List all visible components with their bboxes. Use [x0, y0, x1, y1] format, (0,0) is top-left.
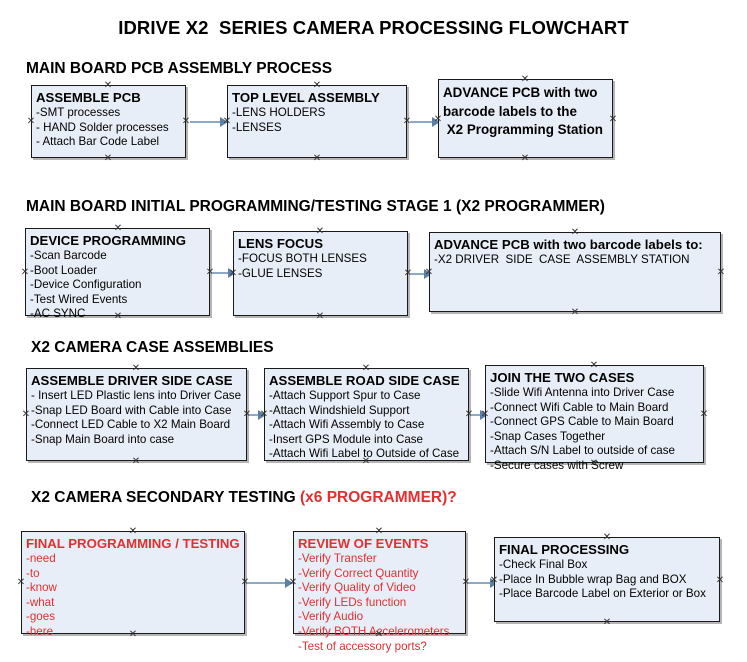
section-title-x2-camera-case-assemblies: X2 CAMERA CASE ASSEMBLIES [31, 339, 274, 356]
box-line: -need [26, 552, 56, 565]
box-line: -Scan Barcode [30, 249, 107, 262]
box-line: -Slide Wifi Antenna into Driver Case [490, 386, 675, 399]
box-line: -Verify Correct Quantity [298, 566, 419, 580]
box-line: -Attach Wifi Assembly to Case [269, 418, 425, 432]
process-box-advance-pcb-programming-station[interactable]: ADVANCE PCB with two barcode labels to t… [438, 79, 613, 158]
section-title-main-board-initial-programming: MAIN BOARD INITIAL PROGRAMMING/TESTING S… [26, 198, 605, 215]
connector-arrow-icon [228, 268, 236, 278]
box-line: -AC SYNC [30, 307, 86, 321]
box-line: -Attach Wifi Label to Outside of Case [269, 447, 460, 461]
box-line: -SMT processes [36, 106, 121, 119]
connector-line [249, 414, 266, 416]
connector-arrow-icon [285, 578, 293, 588]
box-line: -X2 DRIVER SIDE CASE ASSEMBLY STATION [434, 253, 690, 266]
connector-line [190, 121, 226, 123]
box-line: -Snap Cases Together [490, 429, 606, 443]
connector-line [212, 272, 234, 274]
box-line: -know [26, 581, 57, 595]
box-header: ASSEMBLE PCB [36, 90, 141, 105]
section-title-x2-camera-secondary-testing: X2 CAMERA SECONDARY TESTING (x6 PROGRAMM… [31, 489, 457, 507]
connector-line [410, 273, 432, 275]
box-line: -Verify LEDs function [298, 595, 407, 609]
process-box-join-the-two-cases[interactable]: JOIN THE TWO CASES -Slide Wifi Antenna i… [485, 365, 704, 472]
process-box-advance-pcb-driver-side-case[interactable]: ADVANCE PCB with two barcode labels to: … [429, 232, 721, 312]
box-line: -what [26, 595, 55, 609]
box-line: -Insert GPS Module into Case [269, 432, 424, 446]
box-header: REVIEW OF EVENTS [298, 536, 429, 551]
box-header: ASSEMBLE DRIVER SIDE CASE [31, 373, 233, 388]
connector-arrow-icon [480, 410, 488, 420]
connector-arrow-icon [432, 117, 440, 127]
section-title-accent: (x6 PROGRAMMER)? [300, 489, 457, 506]
process-box-review-of-events[interactable]: REVIEW OF EVENTS -Verify Transfer -Verif… [293, 531, 466, 653]
box-line: -Verify Transfer [298, 552, 377, 565]
box-line: -LENS HOLDERS [232, 106, 326, 119]
box-line: - Attach Bar Code Label [36, 135, 160, 149]
box-line: -Attach S/N Label to outside of case [490, 444, 675, 458]
connector-arrow-icon [258, 410, 266, 420]
box-header: ADVANCE PCB with two barcode labels to: [434, 237, 703, 252]
box-line: -Connect GPS Cable to Main Board [490, 415, 674, 429]
connector-arrow-icon [424, 269, 432, 279]
box-header: ADVANCE PCB with two barcode labels to t… [443, 85, 603, 137]
box-line: -Attach Support Spur to Case [269, 389, 421, 402]
page-title: IDRIVE X2 SERIES CAMERA PROCESSING FLOWC… [118, 17, 629, 38]
process-box-device-programming[interactable]: DEVICE PROGRAMMING -Scan Barcode -Boot L… [25, 228, 210, 320]
box-header: TOP LEVEL ASSEMBLY [232, 90, 380, 105]
box-line: -Secure cases with Screw [490, 458, 624, 472]
box-line: -Verify Audio [298, 610, 364, 624]
box-header: JOIN THE TWO CASES [490, 370, 635, 385]
box-line: -here [26, 624, 54, 638]
box-header: FINAL PROCESSING [499, 542, 630, 557]
box-line: -Snap LED Board with Cable into Case [31, 403, 232, 417]
process-box-final-programming-testing[interactable]: FINAL PROGRAMMING / TESTING -need -to -k… [21, 531, 245, 638]
box-header: FINAL PROGRAMMING / TESTING [26, 536, 240, 551]
box-line: - Insert LED Plastic lens into Driver Ca… [31, 389, 242, 402]
box-line: -Place Barcode Label on Exterior or Box [499, 587, 706, 601]
box-line: -Test Wired Events [30, 292, 128, 306]
box-line: -Place In Bubble wrap Bag and BOX [499, 572, 687, 586]
box-line-overflow: -Test of accessory ports? [298, 639, 427, 653]
box-line: -goes [26, 610, 56, 624]
section-title-main-board-pcb-assembly: MAIN BOARD PCB ASSEMBLY PROCESS [26, 60, 333, 77]
connector-line [471, 414, 488, 416]
section-title-text: X2 CAMERA SECONDARY TESTING [31, 489, 300, 506]
process-box-assemble-pcb[interactable]: ASSEMBLE PCB -SMT processes - HAND Solde… [31, 85, 186, 158]
box-line: -GLUE LENSES [238, 266, 323, 280]
box-line: -Verify BOTH Accelerometers [298, 624, 450, 638]
box-line: -LENSES [232, 120, 282, 134]
process-box-assemble-road-side-case[interactable]: ASSEMBLE ROAD SIDE CASE -Attach Support … [264, 368, 469, 461]
box-header: DEVICE PROGRAMMING [30, 233, 187, 248]
process-box-top-level-assembly[interactable]: TOP LEVEL ASSEMBLY -LENS HOLDERS -LENSES [227, 85, 407, 158]
connector-line [247, 582, 294, 584]
connector-arrow-icon [220, 117, 228, 127]
box-line: -Check Final Box [499, 558, 588, 571]
box-line: -Device Configuration [30, 278, 142, 292]
process-box-final-processing[interactable]: FINAL PROCESSING -Check Final Box -Place… [494, 537, 720, 622]
box-line: -Verify Quality of Video [298, 581, 416, 595]
box-line: -Attach Windshield Support [269, 403, 410, 417]
box-header: LENS FOCUS [238, 236, 323, 251]
process-box-assemble-driver-side-case[interactable]: ASSEMBLE DRIVER SIDE CASE - Insert LED P… [26, 368, 247, 461]
process-box-lens-focus[interactable]: LENS FOCUS -FOCUS BOTH LENSES -GLUE LENS… [233, 231, 408, 316]
box-line: -Snap Main Board into case [31, 432, 175, 446]
connector-line [410, 121, 438, 123]
box-line: -FOCUS BOTH LENSES [238, 252, 367, 265]
box-header: ASSEMBLE ROAD SIDE CASE [269, 373, 460, 388]
box-line: -Connect Wifi Cable to Main Board [490, 400, 669, 414]
box-line: -Connect LED Cable to X2 Main Board [31, 418, 231, 432]
connector-line [468, 582, 504, 584]
box-line: - HAND Solder processes [36, 120, 169, 134]
box-line: -to [26, 566, 40, 580]
box-line: -Boot Loader [30, 263, 98, 277]
